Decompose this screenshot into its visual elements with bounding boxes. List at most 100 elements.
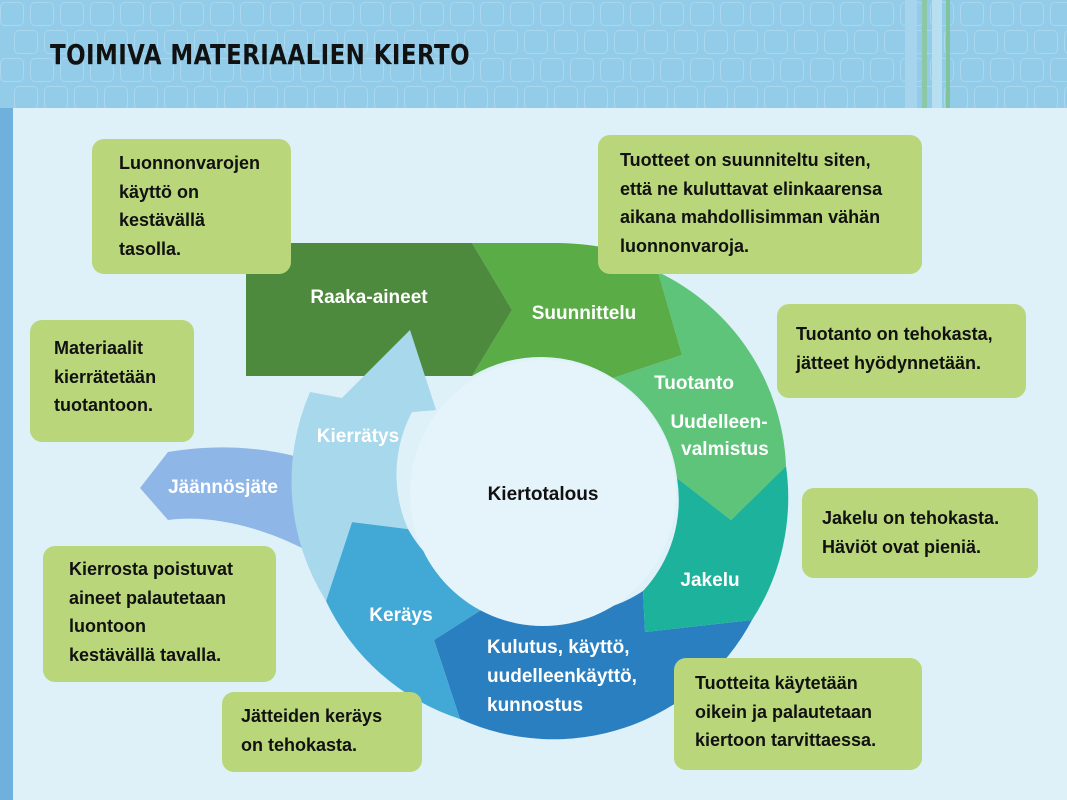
header-pattern-icon (480, 2, 504, 26)
header-pattern-icon (434, 86, 458, 108)
header-pattern-icon (150, 58, 174, 82)
header-pattern-icon (630, 2, 654, 26)
header-pattern-icon (240, 58, 264, 82)
header-pattern-icon (1034, 86, 1058, 108)
header-pattern-icon (810, 58, 834, 82)
header-stripe (905, 0, 917, 108)
header-pattern-icon (330, 58, 354, 82)
header-pattern-icon (134, 30, 158, 54)
header-pattern-icon (824, 30, 848, 54)
header-pattern-icon (510, 58, 534, 82)
header-pattern-icon (660, 58, 684, 82)
header-pattern-icon (570, 58, 594, 82)
header-pattern-icon (510, 2, 534, 26)
callout-tuotanto-text: Tuotanto on tehokasta, jätteet hyödynnet… (796, 324, 993, 373)
page-title: TOIMIVA MATERIAALIEN KIERTO (50, 38, 471, 71)
header-stripe (922, 0, 927, 108)
header-pattern-icon (210, 2, 234, 26)
label-uudelleenvalmistus-1: Uudelleen- (670, 412, 767, 433)
header-pattern-icon (434, 30, 458, 54)
header-pattern-icon (494, 86, 518, 108)
header-pattern-icon (1064, 86, 1067, 108)
header-pattern-icon (134, 86, 158, 108)
header-pattern-icon (374, 86, 398, 108)
callout-materiaalit: Materiaalit kierrätetään tuotantoon. (30, 320, 194, 442)
header-stripe (946, 0, 950, 108)
header-pattern-icon (60, 2, 84, 26)
header-pattern-icon (404, 86, 428, 108)
header-pattern-icon (524, 86, 548, 108)
header-pattern-icon (840, 58, 864, 82)
header-pattern-icon (960, 58, 984, 82)
header-pattern-icon (600, 58, 624, 82)
header-pattern-icon (164, 30, 188, 54)
segment-suunnittelu (472, 243, 682, 378)
header-pattern-icon (960, 2, 984, 26)
header-pattern-icon (404, 30, 428, 54)
header-pattern-icon (224, 30, 248, 54)
label-suunnittelu: Suunnittelu (532, 303, 636, 324)
segment-kulutus (434, 591, 752, 740)
center-circle (410, 360, 676, 626)
header-pattern-icon (450, 2, 474, 26)
label-kulutus-1: Kulutus, käyttö, (487, 637, 630, 658)
header-pattern-icon (750, 58, 774, 82)
label-kulutus-2: uudelleenkäyttö, (487, 666, 637, 687)
header-pattern-icon (810, 2, 834, 26)
header-pattern-icon (794, 86, 818, 108)
header-pattern-icon (554, 30, 578, 54)
header-pattern-icon (824, 86, 848, 108)
callout-suunnittelu-text: Tuotteet on suunniteltu siten, että ne k… (620, 150, 883, 256)
header-pattern-icon (794, 30, 818, 54)
header-pattern-icon (854, 30, 878, 54)
header-pattern-icon (614, 30, 638, 54)
header-pattern-icon (944, 30, 968, 54)
header-pattern-icon (60, 58, 84, 82)
segment-raaka-aineet (246, 243, 512, 376)
header-pattern-icon (314, 30, 338, 54)
header-pattern-icon (0, 2, 24, 26)
header-pattern-icon (930, 2, 954, 26)
header-pattern-icon (14, 86, 38, 108)
header-pattern-icon (194, 86, 218, 108)
header-pattern-icon (254, 86, 278, 108)
header-pattern-icon (374, 30, 398, 54)
left-accent-bar (0, 0, 13, 800)
header-pattern-icon (0, 58, 24, 82)
header-pattern-icon (1034, 30, 1058, 54)
header-pattern-icon (1050, 58, 1067, 82)
label-kerays: Keräys (369, 605, 432, 626)
segment-tuotanto (613, 272, 786, 520)
header-pattern-icon (360, 58, 384, 82)
header-pattern-icon (300, 58, 324, 82)
header-pattern-icon (480, 58, 504, 82)
header-pattern-icon (630, 58, 654, 82)
header-pattern-icon (750, 2, 774, 26)
segment-kerays (326, 522, 503, 719)
segment-jaannosjate (140, 447, 302, 548)
label-kierratys: Kierrätys (317, 426, 399, 447)
header-pattern-icon (780, 2, 804, 26)
header-pattern-icon (240, 2, 264, 26)
callout-luonnonvarat-text: Luonnonvarojen käyttö on kestävällä taso… (119, 153, 260, 259)
header-pattern-icon (974, 86, 998, 108)
header-pattern-icon (614, 86, 638, 108)
header-pattern-icon (284, 30, 308, 54)
header-pattern-icon (164, 86, 188, 108)
header-pattern-icon (704, 30, 728, 54)
header-pattern-icon (420, 2, 444, 26)
label-jaannosjate: Jäännösjäte (168, 477, 278, 498)
header-pattern-icon (104, 30, 128, 54)
header-pattern-icon (974, 30, 998, 54)
header-pattern-icon (734, 30, 758, 54)
header-pattern-icon (450, 58, 474, 82)
header-pattern-icon (90, 2, 114, 26)
header-pattern-icon (180, 58, 204, 82)
header-pattern-icon (644, 30, 668, 54)
header-pattern-icon (1004, 86, 1028, 108)
callout-kulutus-text: Tuotteita käytetään oikein ja palautetaa… (695, 673, 877, 750)
header-pattern-icon (540, 2, 564, 26)
header-pattern-icon (524, 30, 548, 54)
header-pattern-icon (420, 58, 444, 82)
header-pattern-icon (1050, 2, 1067, 26)
